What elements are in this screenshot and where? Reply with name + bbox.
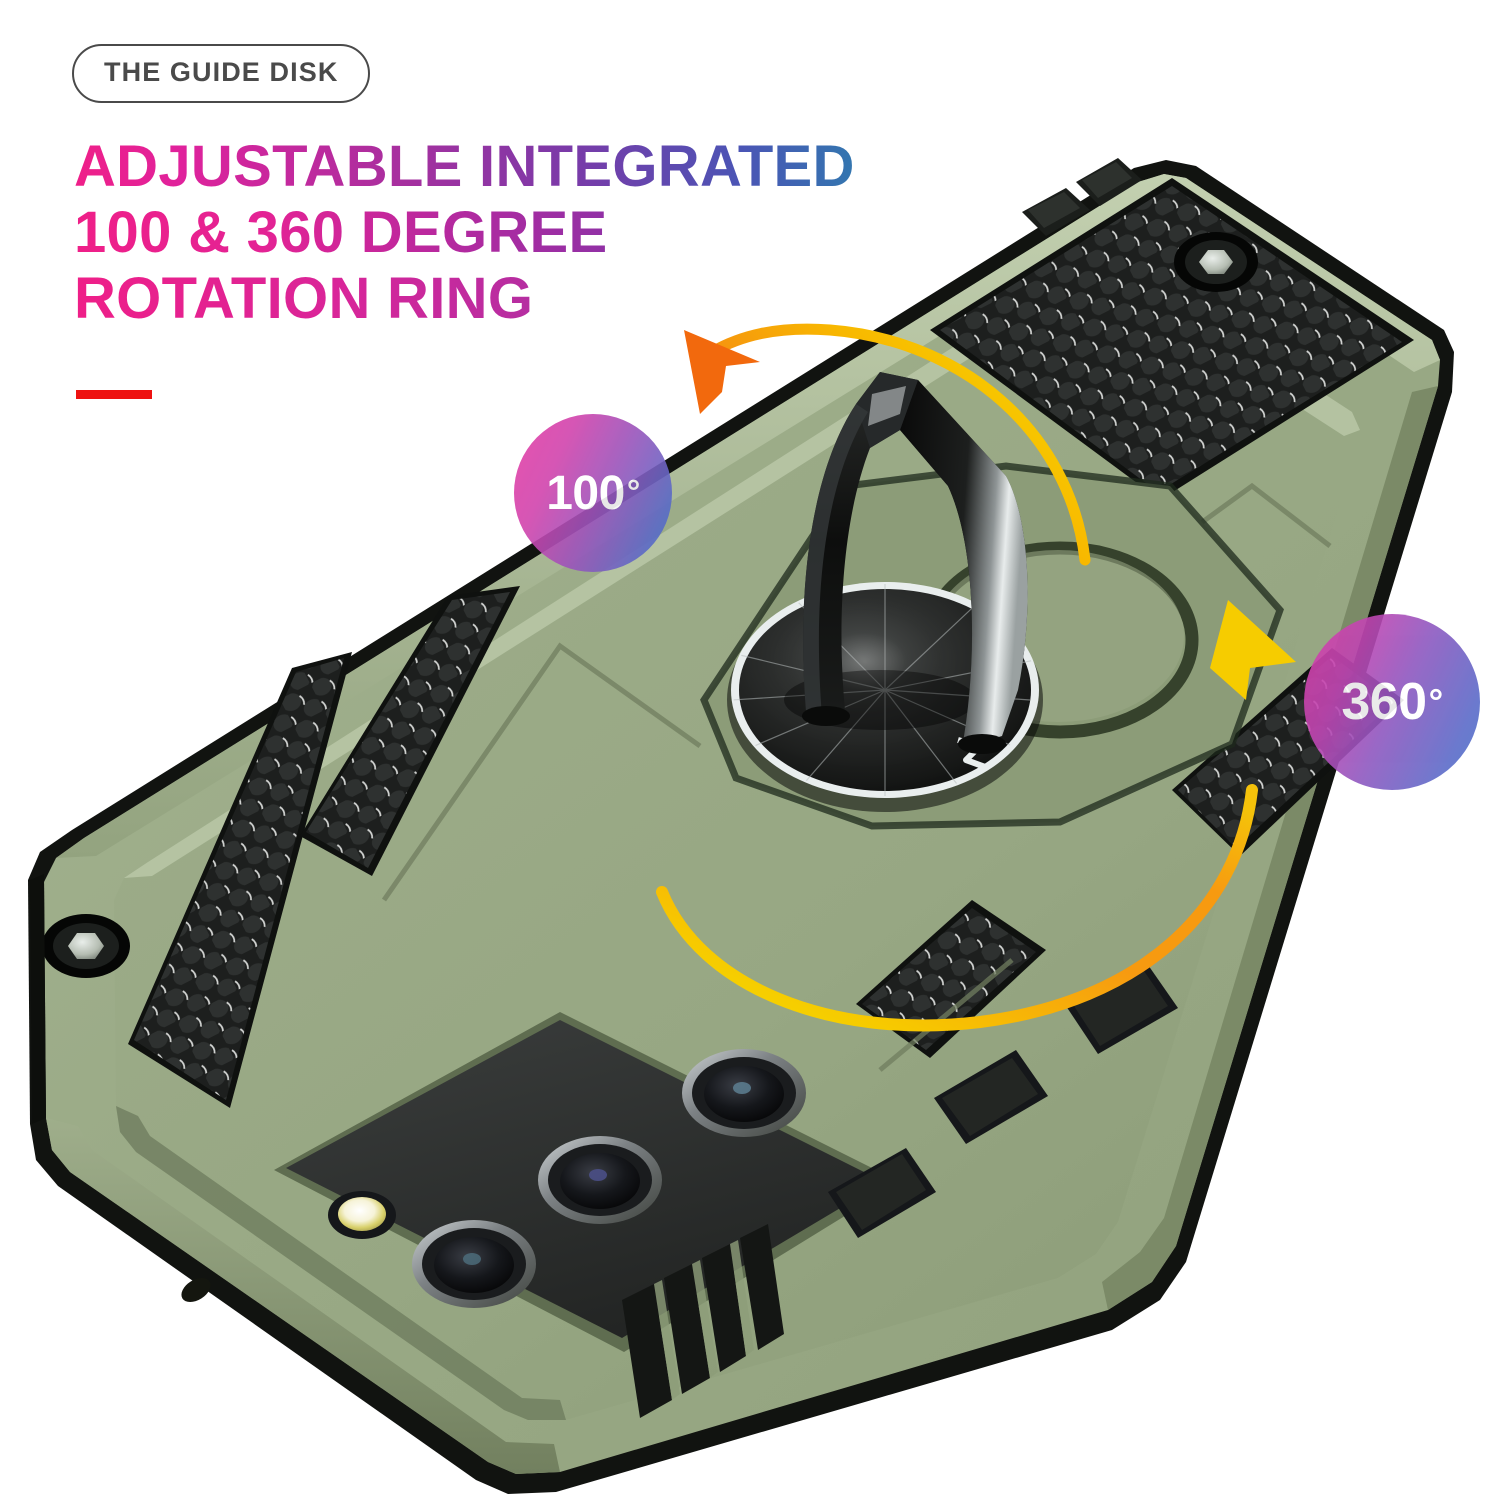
- camera-flash: [328, 1191, 396, 1239]
- camera-lens-2: [538, 1136, 662, 1224]
- camera-lens-3: [412, 1220, 536, 1308]
- bottom-port: [181, 1278, 211, 1302]
- speaker-grille-fins: [622, 1224, 784, 1418]
- headline-line-1: ADJUSTABLE INTEGRATED: [74, 134, 954, 200]
- left-edge-grip: [30, 874, 46, 1124]
- badge-100-value: 100: [546, 466, 625, 520]
- headline-block: ADJUSTABLE INTEGRATED 100 & 360 DEGREE R…: [74, 134, 954, 332]
- camera-lens-1: [682, 1049, 806, 1137]
- headline-line-3: ROTATION RING: [74, 266, 954, 332]
- top-buttons: [1022, 158, 1142, 236]
- eyebrow-label: THE GUIDE DISK: [104, 57, 339, 87]
- badge-360-value: 360: [1341, 673, 1427, 731]
- headline-line-2: 100 & 360 DEGREE: [74, 200, 954, 266]
- badge-100-unit: °: [626, 474, 640, 512]
- badge-360-degree: 360°: [1304, 614, 1480, 790]
- hex-screw-accent: [42, 232, 1258, 978]
- badge-360-unit: °: [1428, 680, 1444, 722]
- accent-rule: [76, 390, 152, 399]
- eyebrow-pill: THE GUIDE DISK: [72, 44, 371, 103]
- badge-100-degree: 100°: [514, 414, 672, 572]
